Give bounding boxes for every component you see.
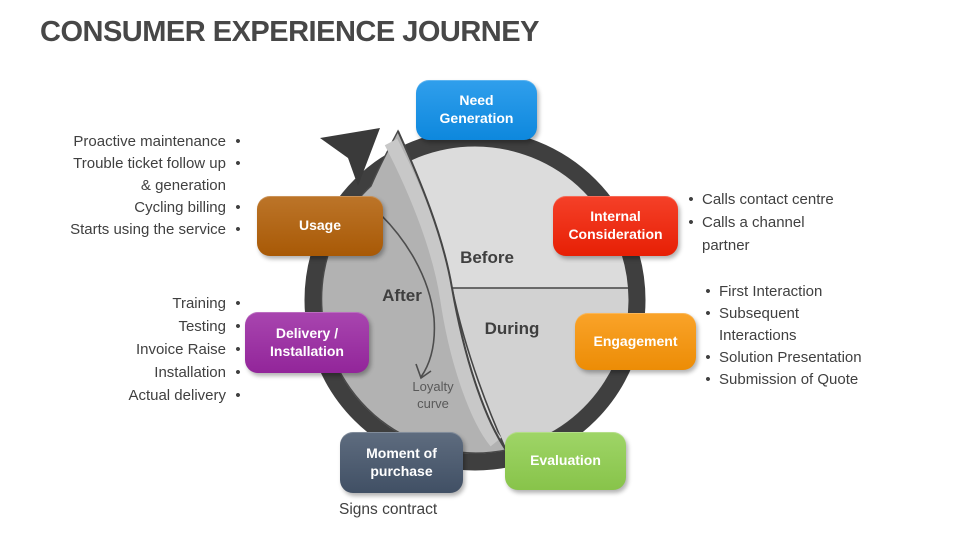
list-item: Training•	[20, 292, 250, 315]
bullet-icon: •	[235, 341, 241, 358]
ring-arrowhead-icon	[320, 128, 380, 186]
stage-box-delivery-installation: Delivery / Installation	[245, 312, 369, 373]
stage-box-engagement: Engagement	[575, 313, 696, 370]
bullet-icon: •	[688, 191, 694, 208]
bullet-icon: •	[235, 387, 241, 404]
list-item: •Subsequent	[697, 302, 917, 324]
list-item: Proactive maintenance•	[20, 130, 250, 152]
signs-contract-caption: Signs contract	[339, 501, 438, 518]
page-title: CONSUMER EXPERIENCE JOURNEY	[40, 16, 539, 48]
stage-label: Evaluation	[530, 452, 601, 469]
usage-notes-list: Proactive maintenance• Trouble ticket fo…	[20, 130, 250, 240]
stage-label: Internal Consideration	[568, 208, 663, 242]
list-item: Testing•	[20, 315, 250, 338]
phase-label-after: After	[382, 286, 422, 305]
stage-box-internal-consideration: Internal Consideration	[553, 196, 678, 256]
bullet-icon: •	[235, 220, 241, 238]
bullet-icon: •	[705, 304, 711, 322]
delivery-notes-list: Training• Testing• Invoice Raise• Instal…	[20, 292, 250, 407]
stage-box-moment-of-purchase: Moment of purchase	[340, 432, 463, 493]
list-item: & generation	[140, 176, 226, 194]
bullet-icon: •	[235, 364, 241, 381]
stage-label: Usage	[298, 217, 342, 234]
list-item: Actual delivery•	[20, 384, 250, 407]
list-item: •Calls a channel	[680, 211, 890, 234]
list-item: •Calls contact centre	[680, 188, 890, 211]
stage-label: Need Generation	[439, 92, 514, 126]
engagement-notes-list: •First Interaction •Subsequent Interacti…	[697, 280, 917, 390]
list-item: Installation•	[20, 361, 250, 384]
bullet-icon: •	[235, 318, 241, 335]
list-item: Trouble ticket follow up•	[20, 152, 250, 174]
stage-box-evaluation: Evaluation	[505, 432, 626, 490]
phase-label-before: Before	[460, 248, 514, 267]
bullet-icon: •	[235, 132, 241, 150]
bullet-icon: •	[705, 348, 711, 366]
list-item: Starts using the service•	[20, 218, 250, 240]
bullet-icon: •	[705, 282, 711, 300]
bullet-icon: •	[235, 198, 241, 216]
consideration-notes-list: •Calls contact centre •Calls a channel p…	[680, 188, 890, 257]
list-item: Interactions	[719, 326, 797, 344]
loyalty-curve-arrow	[367, 202, 436, 378]
list-item: partner	[702, 237, 750, 254]
stage-box-usage: Usage	[257, 196, 383, 256]
list-item: Invoice Raise•	[20, 338, 250, 361]
stage-label: Moment of purchase	[366, 444, 437, 479]
bullet-icon: •	[235, 154, 241, 172]
stage-label: Delivery / Installation	[270, 324, 344, 359]
loyalty-curve-label: Loyalty curve	[412, 379, 454, 411]
bullet-icon: •	[235, 295, 241, 312]
swirl-tail-band	[384, 138, 502, 447]
loyalty-curve-arrowhead	[415, 363, 432, 380]
after-boundary-line	[397, 130, 507, 451]
phase-label-during: During	[484, 319, 540, 338]
stage-box-need-generation: Need Generation	[416, 80, 537, 140]
stage-label: Engagement	[593, 332, 678, 349]
list-item: •Solution Presentation	[697, 346, 917, 368]
list-item: •First Interaction	[697, 280, 917, 302]
bullet-icon: •	[688, 214, 694, 231]
list-item: Cycling billing•	[20, 196, 250, 218]
bullet-icon: •	[705, 370, 711, 388]
list-item: •Submission of Quote	[697, 368, 917, 390]
